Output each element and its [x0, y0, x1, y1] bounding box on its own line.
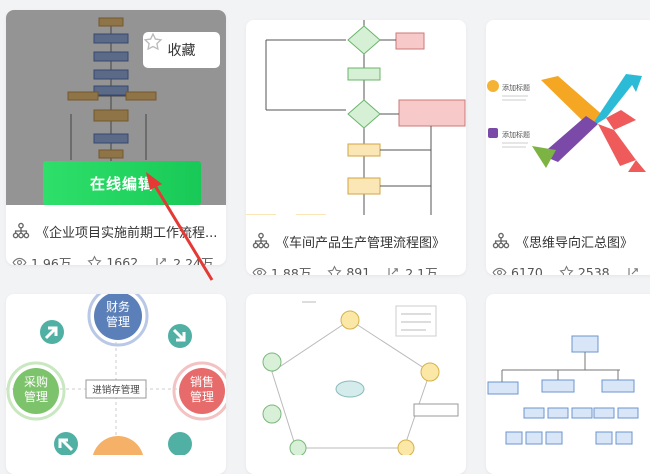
- tree-icon: [12, 222, 30, 239]
- views-stat: 1.96万: [12, 253, 71, 265]
- card-1-stats: 1.96万 1662 2.24万: [6, 252, 226, 265]
- template-card-6[interactable]: [486, 294, 650, 474]
- mind-label-2: 添加标题: [502, 130, 530, 139]
- svg-text:管理: 管理: [190, 389, 214, 404]
- radial-diagram-preview: 财务 管理 采购 管理 销售 管理 进销存管理: [6, 294, 226, 455]
- share-icon: [156, 257, 166, 265]
- mind-label-1: 添加标题: [502, 83, 530, 92]
- eye-icon: [492, 267, 507, 275]
- card-3-thumbnail[interactable]: 添加标题 添加标题: [486, 20, 650, 215]
- star-outline-icon: [559, 264, 574, 275]
- template-card-5[interactable]: [246, 294, 466, 474]
- likes-stat: 2538: [559, 264, 610, 275]
- share-icon: [388, 267, 399, 275]
- card-3-stats: 6170 2538: [486, 262, 650, 275]
- favorite-label: 收藏: [167, 43, 196, 59]
- star-outline-icon: [87, 254, 102, 265]
- share-icon: [628, 267, 638, 275]
- template-card-1[interactable]: 收藏 在线编辑 《企业项目实施前期工作流程... 1.96万 1662 2.24…: [6, 10, 226, 265]
- template-card-4[interactable]: 财务 管理 采购 管理 销售 管理 进销存管理: [6, 294, 226, 474]
- views-stat: 1.88万: [252, 263, 311, 275]
- likes-stat: 1662: [87, 254, 138, 265]
- svg-text:采购: 采购: [24, 374, 48, 389]
- card-2-stats: 1.88万 891 2.1万: [246, 262, 466, 275]
- svg-text:进销存管理: 进销存管理: [92, 384, 140, 396]
- online-edit-button[interactable]: 在线编辑: [43, 161, 201, 205]
- svg-text:管理: 管理: [106, 314, 130, 329]
- card-title[interactable]: 《车间产品生产管理流程图》: [276, 235, 446, 251]
- mindmap-preview: 添加标题 添加标题: [487, 74, 646, 172]
- svg-text:销售: 销售: [190, 374, 214, 389]
- star-outline-icon: [327, 264, 342, 275]
- flowchart-preview: [67, 17, 157, 170]
- flowchart-preview: [246, 20, 466, 215]
- cycle-diagram-preview: [262, 301, 459, 455]
- org-chart-preview: [487, 335, 639, 445]
- star-icon: [143, 32, 163, 51]
- tree-icon: [252, 232, 270, 249]
- favorite-button[interactable]: 收藏: [143, 32, 220, 68]
- likes-stat: 891: [327, 264, 370, 275]
- tree-icon: [492, 232, 510, 249]
- card-1-thumbnail[interactable]: 收藏 在线编辑: [6, 10, 226, 205]
- svg-text:财务: 财务: [106, 299, 130, 314]
- card-title[interactable]: 《思维导向汇总图》: [516, 235, 634, 251]
- shares-stat: 2.24万: [154, 253, 214, 265]
- template-card-2[interactable]: 《车间产品生产管理流程图》 1.88万 891 2.1万: [246, 20, 466, 275]
- eye-icon: [12, 257, 27, 265]
- eye-icon: [252, 267, 267, 275]
- card-3-title-row[interactable]: 《思维导向汇总图》: [486, 228, 650, 254]
- shares-stat: [626, 265, 645, 275]
- card-title[interactable]: 《企业项目实施前期工作流程...: [36, 225, 218, 241]
- card-1-title-row[interactable]: 《企业项目实施前期工作流程...: [6, 218, 226, 244]
- svg-text:管理: 管理: [24, 389, 48, 404]
- card-2-thumbnail[interactable]: [246, 20, 466, 215]
- card-2-title-row[interactable]: 《车间产品生产管理流程图》: [246, 228, 466, 254]
- template-card-3[interactable]: 添加标题 添加标题 《思维导向汇总图》 6170 2538: [486, 20, 650, 275]
- views-stat: 6170: [492, 265, 543, 275]
- shares-stat: 2.1万: [386, 263, 438, 275]
